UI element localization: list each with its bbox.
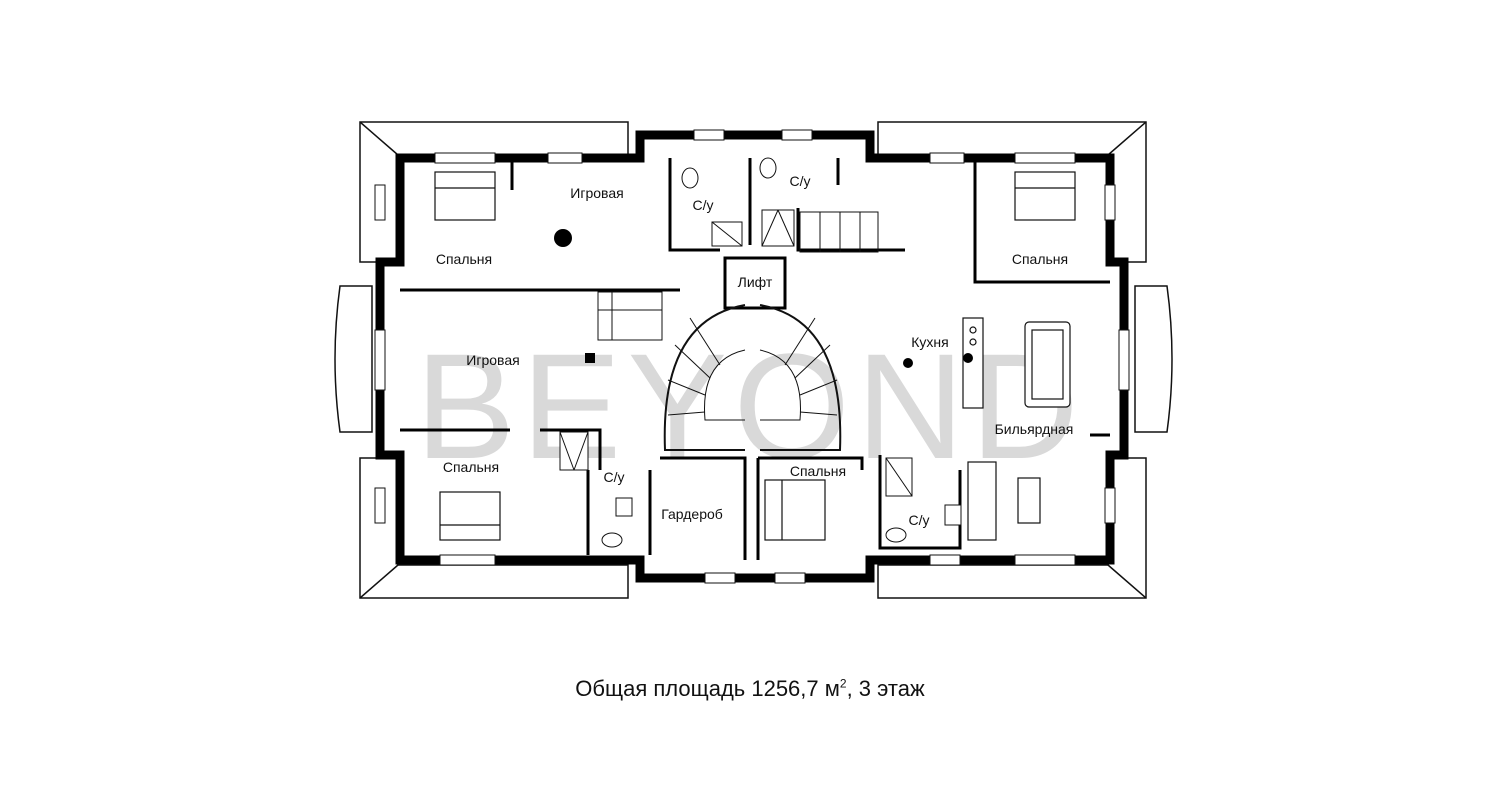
straight-stairs xyxy=(597,211,879,341)
room-label-wc-top-left: С/у xyxy=(693,197,714,213)
room-label-kitchen: Кухня xyxy=(911,334,948,350)
room-label-wc-bottom-left: С/у xyxy=(604,469,625,485)
room-label-bedroom-sw: Спальня xyxy=(443,459,499,475)
room-label-wc-bottom-right: С/у xyxy=(909,512,930,528)
total-area-caption: Общая площадь 1256,7 м2, 3 этаж xyxy=(0,676,1500,702)
bathroom-fixtures xyxy=(559,157,962,548)
room-label-bedroom-south: Спальня xyxy=(790,463,846,479)
room-label-wc-top-right: С/у xyxy=(790,173,811,189)
room-label-playroom-top: Игровая xyxy=(570,185,623,201)
room-label-bedroom-ne: Спальня xyxy=(1012,251,1068,267)
caption-exponent: 2 xyxy=(839,676,847,691)
windows xyxy=(374,129,1130,584)
room-labels: Спальня Игровая С/у С/у Спальня Лифт Игр… xyxy=(436,173,1074,528)
room-label-billiard: Бильярдная xyxy=(995,421,1074,437)
interior-walls xyxy=(400,158,1110,560)
exterior-walls xyxy=(375,130,1129,583)
room-label-lift: Лифт xyxy=(738,274,773,290)
columns xyxy=(554,229,973,368)
caption-suffix: , 3 этаж xyxy=(846,676,925,701)
spiral-staircase xyxy=(663,304,842,451)
caption-text: Общая площадь 1256,7 м xyxy=(575,676,840,701)
terraces xyxy=(334,121,1173,599)
room-label-playroom-main: Игровая xyxy=(466,352,519,368)
kitchen-billiard-furniture xyxy=(962,317,1071,541)
room-label-wardrobe: Гардероб xyxy=(661,506,723,522)
beds xyxy=(434,171,1076,541)
room-label-bedroom-nw: Спальня xyxy=(436,251,492,267)
